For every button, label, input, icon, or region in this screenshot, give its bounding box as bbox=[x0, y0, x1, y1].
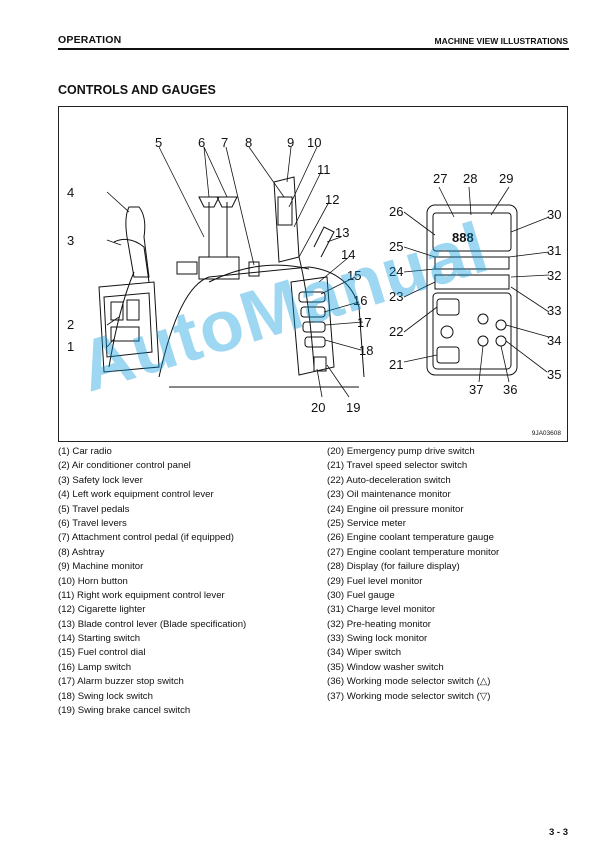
legend-item: (27) Engine coolant temperature monitor bbox=[327, 546, 500, 558]
legend-item: (28) Display (for failure display) bbox=[327, 561, 460, 573]
legend-item: (12) Cigarette lighter bbox=[58, 604, 146, 616]
callout-26: 26 bbox=[389, 204, 403, 219]
legend-item: (36) Working mode selector switch (△) bbox=[327, 676, 491, 688]
callout-32: 32 bbox=[547, 268, 561, 283]
legend-item: (33) Swing lock monitor bbox=[327, 633, 428, 645]
legend-item: (1) Car radio bbox=[58, 446, 112, 457]
callout-2: 2 bbox=[67, 317, 74, 332]
legend-item: (13) Blade control lever (Blade specific… bbox=[58, 618, 247, 630]
legend-item: (22) Auto-deceleration switch bbox=[327, 474, 451, 486]
callout-3: 3 bbox=[67, 233, 74, 248]
header-section: OPERATION bbox=[58, 34, 122, 46]
legend-item: (4) Left work equipment control lever bbox=[58, 489, 214, 501]
callout-21: 21 bbox=[389, 357, 403, 372]
callout-6: 6 bbox=[198, 135, 205, 150]
legend-list-right: (20) Emergency pump drive switch (21) Tr… bbox=[327, 445, 499, 704]
callout-12: 12 bbox=[325, 192, 339, 207]
callout-1: 1 bbox=[67, 339, 74, 354]
cab-drawing bbox=[98, 176, 365, 388]
callout-13: 13 bbox=[335, 225, 349, 240]
legend-item: (24) Engine oil pressure monitor bbox=[327, 503, 464, 515]
legend-item: (5) Travel pedals bbox=[58, 503, 130, 515]
callout-19: 19 bbox=[346, 400, 360, 415]
legend-item: (34) Wiper switch bbox=[327, 647, 402, 659]
page-title: CONTROLS AND GAUGES bbox=[58, 83, 216, 97]
callout-33: 33 bbox=[547, 303, 561, 318]
callout-20: 20 bbox=[311, 400, 325, 415]
legend-item: (17) Alarm buzzer stop switch bbox=[58, 676, 184, 688]
legend-item: (16) Lamp switch bbox=[58, 661, 132, 673]
header-rule bbox=[58, 48, 569, 50]
callout-11: 11 bbox=[317, 162, 331, 177]
callout-27: 27 bbox=[433, 171, 447, 186]
legend-item: (11) Right work equipment control lever bbox=[58, 589, 225, 601]
callout-22: 22 bbox=[389, 324, 403, 339]
callout-28: 28 bbox=[463, 171, 477, 186]
legend-item: (26) Engine coolant temperature gauge bbox=[327, 532, 494, 544]
legend-item: (3) Safety lock lever bbox=[58, 474, 143, 486]
legend-item: (37) Working mode selector switch (▽) bbox=[327, 690, 491, 702]
callout-25: 25 bbox=[389, 239, 403, 254]
callout-30: 30 bbox=[547, 207, 561, 222]
callout-34: 34 bbox=[547, 333, 561, 348]
callout-36: 36 bbox=[503, 382, 517, 397]
callout-24: 24 bbox=[389, 264, 403, 279]
callout-23: 23 bbox=[389, 289, 403, 304]
callout-35: 35 bbox=[547, 367, 561, 382]
callout-9: 9 bbox=[287, 135, 294, 150]
header-topic: MACHINE VIEW ILLUSTRATIONS bbox=[434, 36, 568, 46]
callout-4: 4 bbox=[67, 185, 74, 200]
page-number: 3 - 3 bbox=[548, 827, 568, 838]
legend-item: (9) Machine monitor bbox=[58, 561, 144, 573]
legend-item: (2) Air conditioner control panel bbox=[58, 460, 191, 472]
monitor-display-text: 888 bbox=[452, 230, 474, 245]
callout-7: 7 bbox=[221, 135, 228, 150]
callout-16: 16 bbox=[353, 293, 367, 308]
leader-lines bbox=[106, 146, 550, 398]
legend-item: (10) Horn button bbox=[58, 575, 128, 587]
callout-37: 37 bbox=[469, 382, 483, 397]
legend-list-left: (1) Car radio (2) Air conditioner contro… bbox=[58, 445, 246, 718]
callout-10: 10 bbox=[307, 135, 321, 150]
figure-code: 9JA03608 bbox=[531, 430, 561, 437]
legend-item: (32) Pre-heating monitor bbox=[327, 618, 431, 630]
legend-item: (6) Travel levers bbox=[58, 517, 127, 529]
legend-item: (35) Window washer switch bbox=[327, 661, 444, 673]
legend-item: (15) Fuel control dial bbox=[58, 647, 146, 659]
controls-figure: 888 bbox=[58, 106, 568, 442]
legend-item: (20) Emergency pump drive switch bbox=[327, 446, 475, 457]
legend-item: (21) Travel speed selector switch bbox=[327, 460, 468, 472]
callout-5: 5 bbox=[155, 135, 162, 150]
callout-8: 8 bbox=[245, 135, 252, 150]
legend-item: (7) Attachment control pedal (if equippe… bbox=[58, 532, 234, 544]
legend-item: (19) Swing brake cancel switch bbox=[58, 705, 191, 717]
legend-item: (8) Ashtray bbox=[58, 546, 105, 558]
callout-18: 18 bbox=[359, 343, 373, 358]
callout-numbers: 1 2 3 4 5 6 7 8 9 10 11 12 13 14 15 16 1… bbox=[67, 135, 561, 415]
legend-item: (14) Starting switch bbox=[58, 633, 141, 645]
callout-29: 29 bbox=[499, 171, 513, 186]
callout-31: 31 bbox=[547, 243, 561, 258]
controls-illustration: 888 bbox=[67, 135, 561, 415]
legend-item: (29) Fuel level monitor bbox=[327, 575, 423, 587]
legend-item: (31) Charge level monitor bbox=[327, 604, 436, 616]
legend-item: (18) Swing lock switch bbox=[58, 690, 153, 702]
legend-item: (23) Oil maintenance monitor bbox=[327, 489, 451, 501]
callout-15: 15 bbox=[347, 268, 361, 283]
legend-item: (30) Fuel gauge bbox=[327, 589, 395, 601]
callout-14: 14 bbox=[341, 247, 355, 262]
callout-17: 17 bbox=[357, 315, 371, 330]
legend-item: (25) Service meter bbox=[327, 517, 406, 529]
